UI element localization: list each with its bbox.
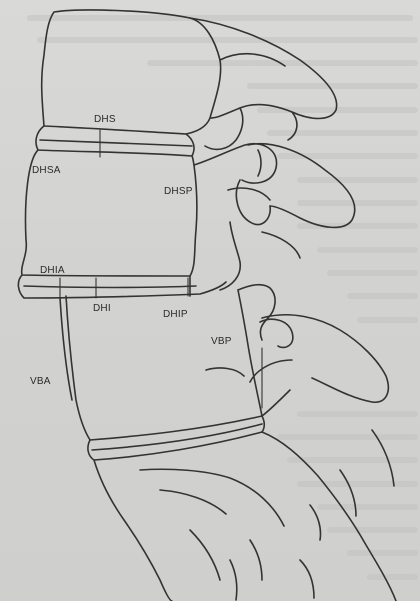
label-dhip: DHIP — [163, 309, 188, 320]
upper-posterior-elements — [190, 18, 337, 119]
label-vba: VBA — [30, 376, 51, 387]
middle-posterior-elements — [194, 144, 277, 183]
label-dhsa: DHSA — [32, 165, 61, 176]
label-dhs: DHS — [94, 114, 116, 125]
label-vbp: VBP — [211, 336, 232, 347]
measurement-lines — [60, 130, 262, 408]
sacrum — [94, 460, 172, 601]
label-dhia: DHIA — [40, 265, 65, 276]
label-dhi: DHI — [93, 303, 111, 314]
label-dhsp: DHSP — [164, 186, 193, 197]
lower-posterior-elements — [238, 285, 275, 340]
upper-vertebral-body — [42, 10, 221, 134]
